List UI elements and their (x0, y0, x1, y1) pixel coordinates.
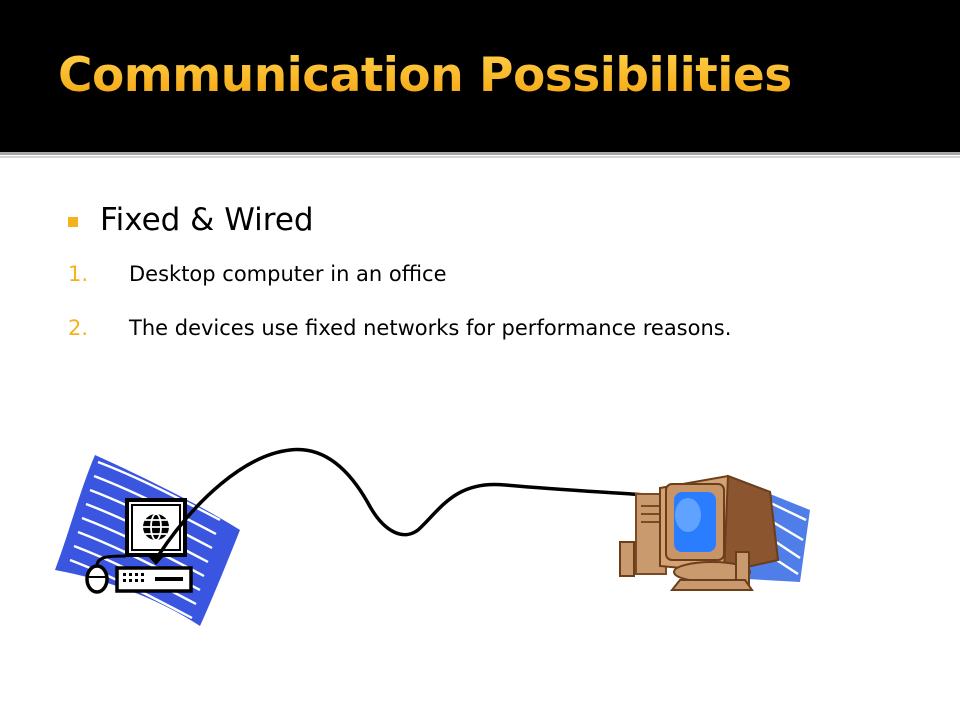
bullet-text: Fixed & Wired (100, 202, 314, 238)
bullet-item: Fixed & Wired (68, 202, 314, 238)
item-number: 1. (68, 262, 89, 286)
slide-title: Communication Possibilities (58, 48, 792, 103)
item-text: The devices use fixed networks for perfo… (129, 316, 732, 340)
bullet-square-icon (68, 216, 78, 227)
title-bar (0, 0, 960, 152)
globe-computer-icon (55, 455, 240, 626)
network-cable (156, 447, 662, 558)
title-divider (0, 152, 960, 155)
item-number: 2. (68, 316, 89, 340)
numbered-item-2: 2. The devices use fixed networks for per… (68, 316, 731, 340)
item-text: Desktop computer in an office (129, 262, 447, 286)
numbered-item-1: 1. Desktop computer in an office (68, 262, 447, 286)
title-divider-light (0, 156, 960, 158)
desktop-computer-icon (619, 474, 810, 591)
